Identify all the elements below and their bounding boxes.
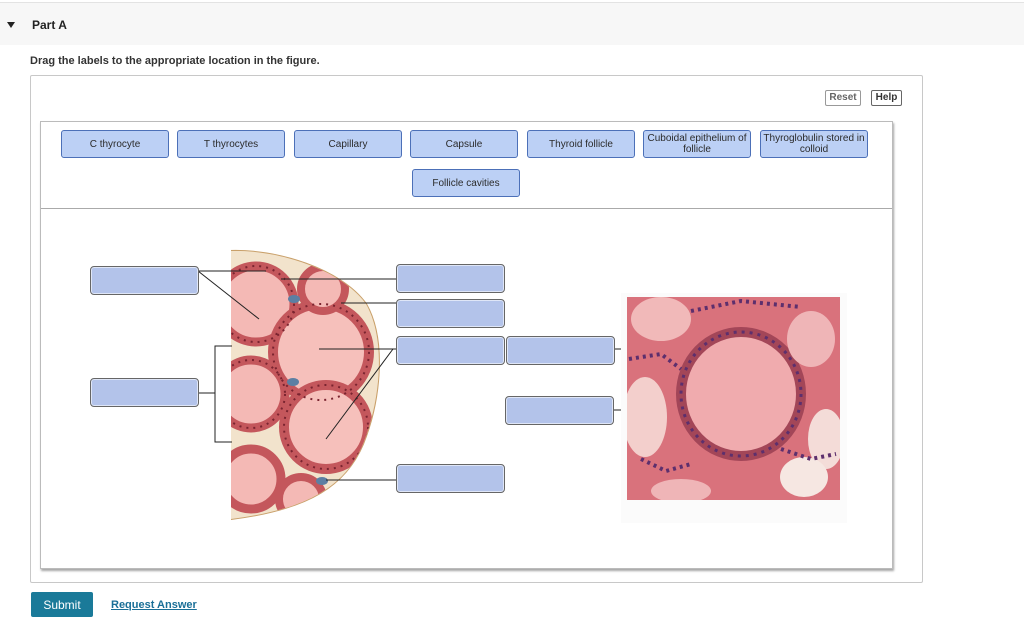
part-title: Part A (32, 18, 67, 32)
drop-zone-3[interactable] (396, 264, 505, 293)
drop-zone-1[interactable] (90, 266, 199, 295)
label-t-thyrocytes[interactable]: T thyrocytes (177, 130, 285, 158)
submit-button[interactable]: Submit (31, 592, 93, 617)
follicles-group (229, 251, 379, 519)
label-tray-divider (41, 208, 892, 209)
thyroid-diagram (197, 249, 847, 523)
collapse-caret-icon[interactable] (7, 22, 15, 28)
label-follicle-cavities[interactable]: Follicle cavities (412, 169, 520, 197)
micrograph-image (627, 297, 840, 500)
label-capsule[interactable]: Capsule (410, 130, 518, 158)
instruction-text: Drag the labels to the appropriate locat… (30, 55, 320, 67)
label-capillary[interactable]: Capillary (294, 130, 402, 158)
help-button[interactable]: Help (871, 90, 902, 106)
label-thyroglobulin-colloid[interactable]: Thyroglobulin stored in colloid (760, 130, 868, 158)
drop-zone-4[interactable] (396, 299, 505, 328)
label-cuboidal-epithelium[interactable]: Cuboidal epithelium of follicle (643, 130, 751, 158)
drop-zone-7[interactable] (505, 396, 614, 425)
label-thyroid-follicle[interactable]: Thyroid follicle (527, 130, 635, 158)
drop-zone-2[interactable] (90, 378, 199, 407)
request-answer-link[interactable]: Request Answer (111, 599, 197, 611)
label-c-thyrocyte[interactable]: C thyrocyte (61, 130, 169, 158)
drop-zone-5[interactable] (396, 336, 505, 365)
drop-zone-8[interactable] (396, 464, 505, 493)
part-a-header[interactable]: Part A (0, 2, 1024, 45)
drop-zone-6[interactable] (506, 336, 615, 365)
reset-button[interactable]: Reset (825, 90, 861, 106)
